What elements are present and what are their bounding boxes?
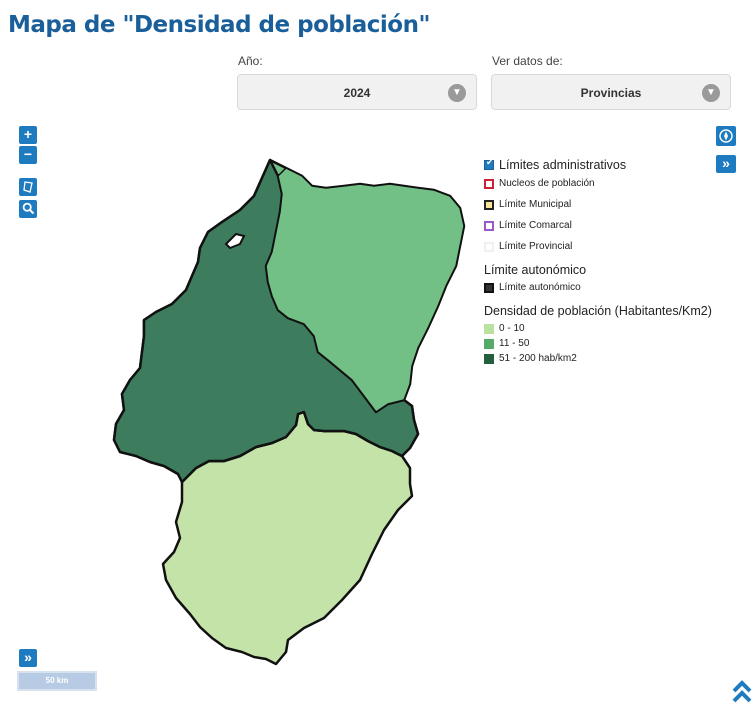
legend-item-label: Límite Municipal [499, 199, 572, 210]
lake-mark [224, 232, 246, 250]
map-legend: ✔ Límites administrativos Nucleos de pob… [484, 154, 744, 366]
legend-item: 0 - 10 [484, 321, 744, 336]
legend-item: 51 - 200 hab/km2 [484, 351, 744, 366]
legend-item-label: Límite Comarcal [499, 220, 572, 231]
expand-panel-button[interactable]: » [19, 649, 37, 667]
legend-item[interactable]: Límite Municipal [484, 194, 744, 215]
filled-swatch-icon [484, 199, 494, 210]
legend-item-label: 51 - 200 hab/km2 [499, 353, 577, 364]
year-select[interactable]: 2024 ▼ [237, 74, 477, 110]
legend-admin-header[interactable]: ✔ Límites administrativos [484, 156, 744, 173]
legend-item[interactable]: Límite Provincial [484, 236, 744, 257]
legend-item-label: 0 - 10 [499, 323, 525, 334]
legend-item[interactable]: Nucleos de población [484, 173, 744, 194]
scale-bar: 50 km [17, 671, 97, 691]
color-swatch-icon [484, 353, 494, 364]
year-label: Año: [238, 54, 263, 68]
outline-swatch-icon [484, 241, 494, 252]
legend-admin-title: Límites administrativos [499, 157, 627, 172]
legend-item-label: 11 - 50 [499, 338, 530, 349]
view-select-value: Provincias [580, 86, 642, 100]
chevron-down-icon: ▼ [448, 84, 466, 102]
view-label: Ver datos de: [492, 54, 563, 68]
zoom-in-button[interactable]: + [19, 126, 37, 144]
color-swatch-icon [484, 338, 494, 349]
chevron-down-icon: ▼ [702, 84, 720, 102]
color-swatch-icon [484, 323, 494, 334]
year-select-value: 2024 [343, 86, 371, 100]
map-regions [112, 158, 466, 666]
compass-icon [719, 129, 733, 143]
legend-density-title: Densidad de población (Habitantes/Km2) [484, 304, 712, 318]
search-icon [22, 202, 34, 215]
outline-swatch-icon [484, 178, 494, 189]
polygon-select-icon [23, 181, 33, 193]
zoom-out-button[interactable]: − [19, 146, 37, 164]
legend-auto-title: Límite autonómico [484, 263, 587, 277]
compass-button[interactable] [716, 126, 736, 146]
filled-swatch-icon [484, 282, 494, 293]
scroll-to-top-icon[interactable] [732, 679, 752, 707]
legend-item[interactable]: Límite autonómico [484, 280, 744, 295]
view-select[interactable]: Provincias ▼ [491, 74, 731, 110]
region-zaragoza-upper[interactable] [265, 167, 465, 413]
search-button[interactable] [19, 200, 37, 218]
legend-item[interactable]: Límite Comarcal [484, 215, 744, 236]
select-area-button[interactable] [19, 178, 37, 196]
outline-swatch-icon [484, 220, 494, 231]
legend-item-label: Nucleos de población [499, 178, 595, 189]
legend-item-label: Límite Provincial [499, 241, 573, 252]
page-title: Mapa de "Densidad de población" [8, 12, 430, 38]
legend-item-label: Límite autonómico [499, 282, 581, 293]
legend-item: 11 - 50 [484, 336, 744, 351]
checkbox-checked-icon[interactable]: ✔ [484, 157, 494, 170]
expand-legend-button[interactable]: » [716, 155, 736, 173]
